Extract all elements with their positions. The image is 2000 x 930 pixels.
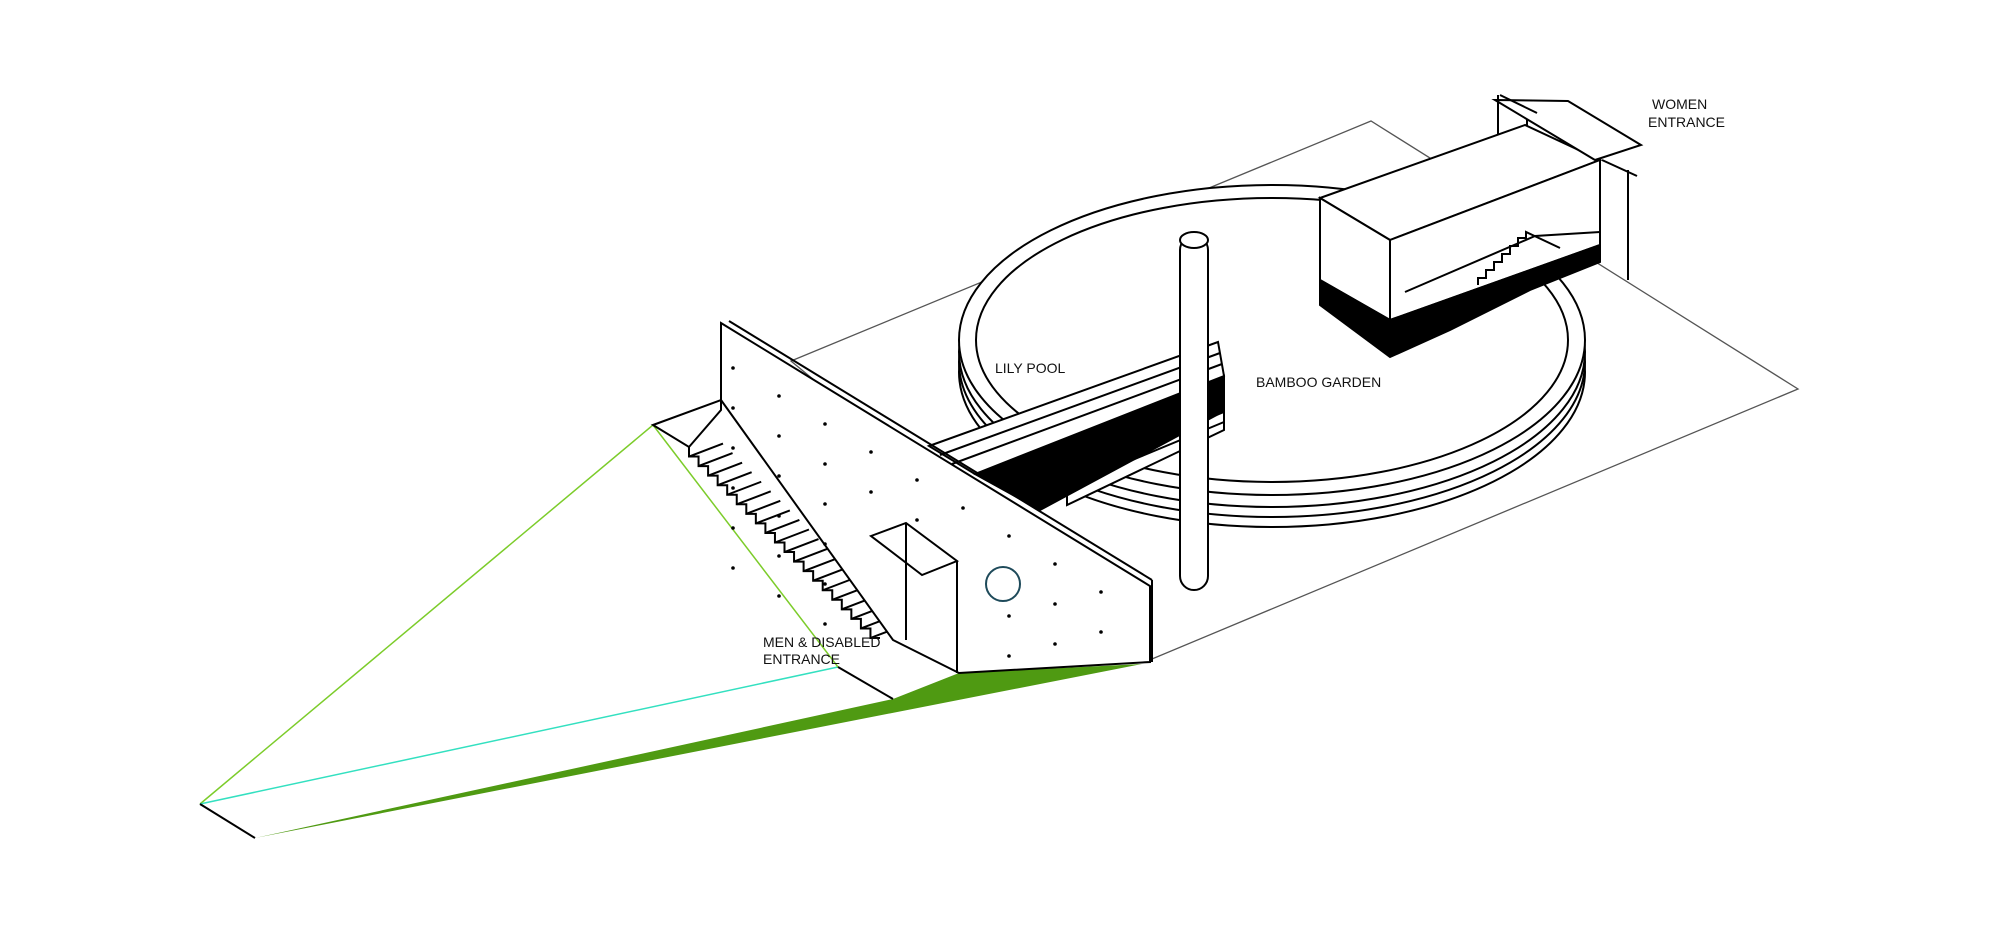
wall-hole (777, 594, 781, 598)
label-men-entrance-2: ENTRANCE (763, 651, 841, 667)
wall-hole (731, 366, 735, 370)
wall-hole (823, 622, 827, 626)
wall-hole (1007, 654, 1011, 658)
wall-hole (823, 502, 827, 506)
stair-tread (745, 499, 781, 515)
wall-hole (1053, 642, 1057, 646)
label-lily-pool: LILY POOL (995, 360, 1066, 376)
wall-hole (1053, 562, 1057, 566)
women-entrance-pavilion (1317, 94, 1644, 359)
stair-tread (707, 461, 743, 477)
stair-tread (774, 528, 810, 544)
stair-tread (736, 490, 772, 506)
stair-tread (726, 480, 762, 496)
wall-hole (777, 394, 781, 398)
wall-hole (1007, 534, 1011, 538)
stair-tread (717, 471, 753, 487)
stair-tread (812, 566, 848, 582)
label-men-entrance-1: MEN & DISABLED (763, 634, 881, 650)
wall-hole (731, 446, 735, 450)
wall-hole (823, 462, 827, 466)
wall-hole (823, 582, 827, 586)
stair-tread (803, 557, 838, 573)
wall-hole (1099, 590, 1103, 594)
door-opening (868, 521, 960, 673)
stair-tread (784, 538, 819, 553)
wall-hole (823, 542, 827, 546)
wall-hole (777, 514, 781, 518)
wall-hole (869, 450, 873, 454)
wall-hole (731, 486, 735, 490)
wall-hole (869, 490, 873, 494)
wall-hole (915, 478, 919, 482)
wall-hole (731, 526, 735, 530)
stair-tread (793, 547, 829, 563)
stair-tread (688, 442, 724, 458)
wall-hole (777, 554, 781, 558)
round-window (985, 566, 1021, 602)
stair-tread (698, 452, 733, 468)
wall-hole (777, 434, 781, 438)
perforated-wall (720, 320, 1153, 675)
stair-tread (755, 509, 791, 525)
wall-hole (915, 518, 919, 522)
wall-hole (777, 474, 781, 478)
grass-slope (199, 424, 1142, 839)
wall-hole (1007, 614, 1011, 618)
wall-hole (1099, 630, 1103, 634)
wall-hole (961, 506, 965, 510)
wall-hole (823, 422, 827, 426)
women-stairs (1477, 230, 1561, 285)
wall-hole (731, 566, 735, 570)
column (1179, 231, 1209, 591)
label-women-entrance-2: ENTRANCE (1648, 114, 1726, 130)
label-women-entrance-1: WOMEN (1652, 96, 1708, 112)
label-bamboo-garden: BAMBOO GARDEN (1256, 374, 1382, 390)
wall-hole (1053, 602, 1057, 606)
wall-hole (731, 406, 735, 410)
stair-tread (765, 519, 800, 534)
